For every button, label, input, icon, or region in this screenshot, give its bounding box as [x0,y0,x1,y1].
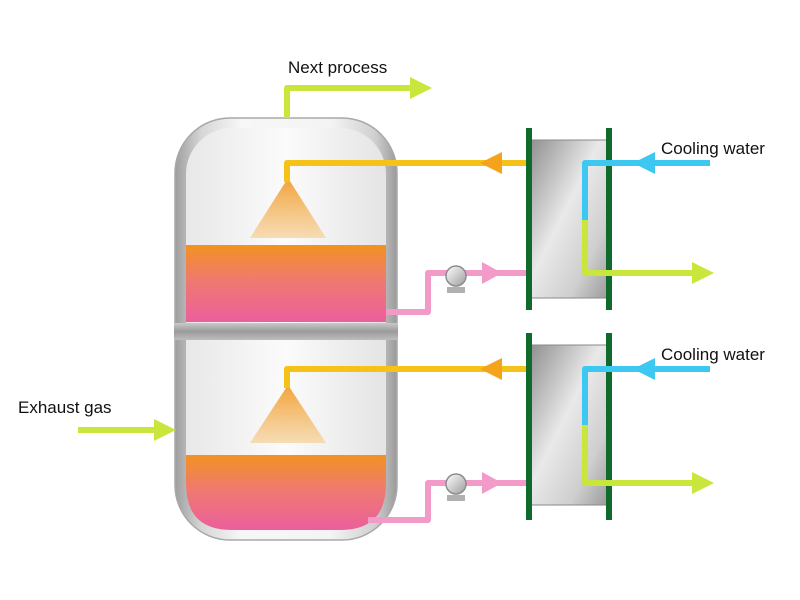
next-process-label: Next process [288,58,388,77]
lower-spray-cone [250,385,326,443]
stage-separator-band [174,323,398,340]
lower-heat-exchanger [526,333,612,520]
cooling-water-label-bottom: Cooling water [661,345,765,364]
upper-pump-icon [445,265,467,293]
lower-circulation-line [368,472,555,523]
upper-cooling-water-line [582,152,714,284]
lower-liquid-layer [186,455,386,530]
lower-cooling-water-line [582,358,714,494]
cooling-water-label-top: Cooling water [661,139,765,158]
next-process-outlet-arrow [284,77,432,118]
lower-pump-icon [445,473,467,501]
upper-liquid-layer [186,245,386,322]
exhaust-gas-label: Exhaust gas [18,398,112,417]
upper-spray-cone [250,178,326,238]
exhaust-gas-inlet-arrow [78,419,176,441]
upper-heat-exchanger [526,128,612,310]
upper-circulation-line [386,262,555,315]
